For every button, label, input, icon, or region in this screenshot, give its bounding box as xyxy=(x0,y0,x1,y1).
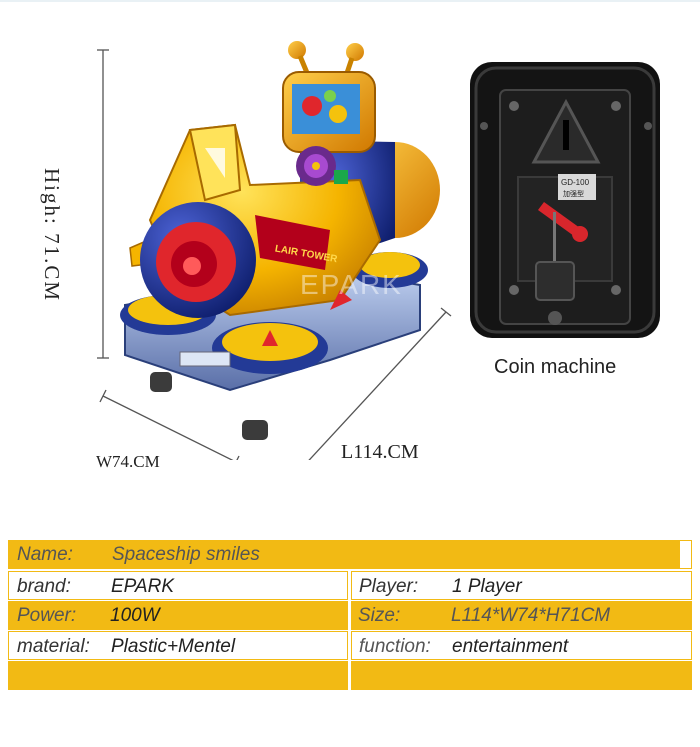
coin-machine-photo: GD-100 加强型 xyxy=(470,62,660,338)
spec-row-material: material: Plastic+Mentel function: enter… xyxy=(8,631,692,660)
length-dimension-line xyxy=(308,307,452,460)
length-label: L114.CM xyxy=(341,441,419,463)
kiddie-ride-illustration: LAIR TOWER EPARK xyxy=(97,41,452,460)
spec-cell-spacer xyxy=(680,540,692,569)
top-rule xyxy=(0,0,700,2)
caster-wheel xyxy=(150,372,268,440)
power-label: Power: xyxy=(17,605,77,626)
coin-mechanism-graphic: GD-100 加强型 xyxy=(474,66,656,334)
size-label: Size: xyxy=(358,605,401,626)
brand-value: EPARK xyxy=(111,576,175,597)
material-value: Plastic+Mentel xyxy=(111,636,236,657)
spec-cell-name: Name: Spaceship smiles xyxy=(8,540,680,569)
spec-row-power: Power: 100W Size: L114*W74*H71CM xyxy=(8,601,692,630)
height-label: High: 71.CM xyxy=(40,168,64,303)
width-dimension-line xyxy=(99,389,240,460)
spec-row-empty xyxy=(8,661,692,690)
power-value: 100W xyxy=(110,605,160,626)
selector-label-line1: GD-100 xyxy=(561,178,590,187)
material-label: material: xyxy=(17,636,90,657)
spec-cell-empty-right xyxy=(351,661,692,690)
spec-cell-power: Power: 100W xyxy=(8,601,348,630)
spec-cell-size: Size: L114*W74*H71CM xyxy=(351,601,692,630)
watermark-text: EPARK xyxy=(300,269,403,300)
brand-label: brand: xyxy=(17,576,71,597)
player-value: 1 Player xyxy=(452,576,522,597)
selector-label-line2: 加强型 xyxy=(563,189,584,198)
function-label: function: xyxy=(359,636,431,657)
spec-cell-empty-left xyxy=(8,661,348,690)
function-value: entertainment xyxy=(452,636,569,657)
name-label: Name: xyxy=(17,544,73,565)
player-label: Player: xyxy=(359,576,419,597)
name-value: Spaceship smiles xyxy=(112,544,260,565)
spec-row-brand: brand: EPARK Player: 1 Player xyxy=(8,571,692,600)
robot-head xyxy=(282,41,376,153)
spec-cell-material: material: Plastic+Mentel xyxy=(8,631,348,660)
spec-row-name: Name: Spaceship smiles xyxy=(8,540,692,569)
spec-cell-brand: brand: EPARK xyxy=(8,571,348,600)
height-dimension-line xyxy=(97,49,109,359)
front-nose-turbine xyxy=(140,202,256,318)
width-label: W74.CM xyxy=(96,452,160,471)
spec-cell-function: function: entertainment xyxy=(351,631,692,660)
size-value: L114*W74*H71CM xyxy=(451,605,611,626)
spec-cell-player: Player: 1 Player xyxy=(351,571,692,600)
coin-machine-caption: Coin machine xyxy=(494,356,617,378)
